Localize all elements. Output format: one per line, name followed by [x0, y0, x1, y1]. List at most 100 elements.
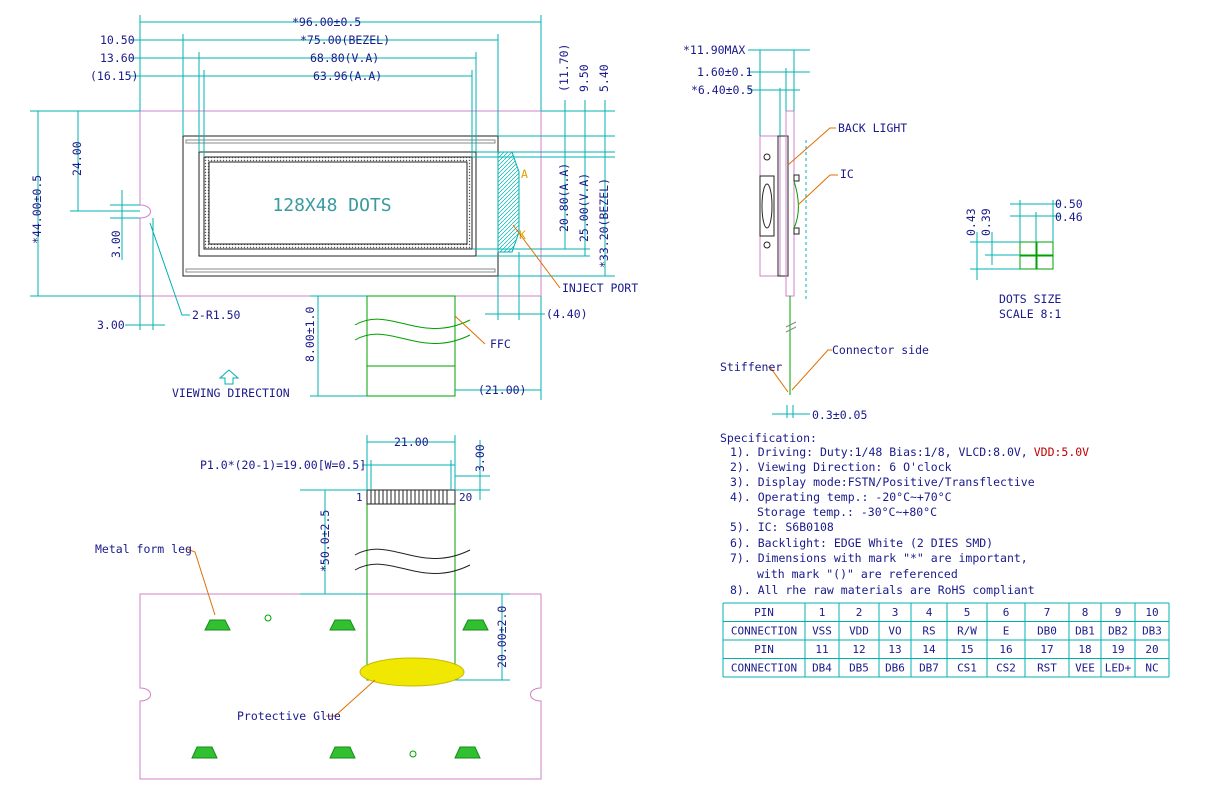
dim-slot-3: 3.00: [109, 230, 123, 258]
dim-aa-width: 63.96(A.A): [313, 69, 382, 83]
table-cell: 9: [1115, 606, 1122, 619]
table-cell: 2: [856, 606, 863, 619]
table-cell: CONNECTION: [731, 662, 797, 675]
dim-ffc-top: 3.00: [473, 444, 487, 472]
pin-first: 1: [356, 491, 363, 504]
table-cell: VDD: [849, 625, 869, 638]
table-cell: 20: [1145, 643, 1158, 656]
table-cell: E: [1003, 625, 1010, 638]
table-cell: 8: [1082, 606, 1089, 619]
table-cell: 16: [999, 643, 1012, 656]
table-cell: 7: [1044, 606, 1051, 619]
label-dots-size: DOTS SIZE: [999, 292, 1061, 306]
display-text: 128X48 DOTS: [272, 195, 391, 216]
label-inject-port: INJECT PORT: [562, 281, 638, 295]
dim-va-height: 25.00(V.A): [577, 173, 591, 242]
pin-last: 20: [459, 491, 472, 504]
table-cell: DB7: [919, 662, 939, 675]
table-cell: DB1: [1075, 625, 1095, 638]
table-cell: R/W: [957, 625, 977, 638]
table-cell: VEE: [1075, 662, 1095, 675]
mark-k: K: [519, 228, 526, 242]
dim-stiffener-t: 0.3±0.05: [812, 408, 867, 422]
label-metal-form-leg: Metal form leg: [95, 542, 192, 556]
dim-overall-width: *96.00±0.5: [292, 15, 361, 29]
dim-dot-039: 0.39: [979, 208, 993, 236]
dim-bezel-width: *75.00(BEZEL): [300, 33, 390, 47]
dim-left-24: 24.00: [70, 141, 84, 176]
spec-line2: 2). Viewing Direction: 6 O'clock: [730, 460, 952, 474]
label-back-light: BACK LIGHT: [838, 121, 907, 135]
table-cell: DB2: [1108, 625, 1128, 638]
dim-pitch: P1.0*(20-1)=19.00[W=0.5]: [200, 458, 366, 472]
spec-line4: 4). Operating temp.: -20°C~+70°C: [730, 490, 952, 504]
dim-ffc-width: 21.00: [394, 435, 429, 449]
table-cell: 18: [1078, 643, 1091, 656]
table-cell: DB0: [1037, 625, 1057, 638]
table-cell: VO: [888, 625, 901, 638]
table-cell: 14: [922, 643, 936, 656]
dim-glue-len: 20.00±2.0: [495, 606, 509, 668]
dim-aa-left: (16.15): [90, 69, 138, 83]
dim-top-aa: (11.70): [557, 44, 571, 92]
dim-top-va: 9.50: [577, 64, 591, 92]
spec-line5: 5). IC: S6B0108: [730, 520, 834, 534]
table-cell: 13: [888, 643, 901, 656]
rear-view: 1 20: [95, 435, 542, 780]
mark-a: A: [521, 167, 528, 181]
metal-form-legs: [191, 619, 489, 759]
protective-glue: [359, 657, 465, 687]
table-cell: 12: [852, 643, 865, 656]
dim-aa-height: 20.80(A.A): [557, 163, 571, 232]
table-cell: CS2: [996, 662, 1016, 675]
table-cell: 5: [964, 606, 971, 619]
label-viewing-direction: VIEWING DIRECTION: [172, 386, 290, 400]
table-cell: 11: [815, 643, 828, 656]
specification: Specification: 1). Driving: Duty:1/48 Bi…: [720, 431, 1089, 597]
spec-line4b: Storage temp.: -30°C~+80°C: [757, 505, 937, 519]
table-cell: LED+: [1105, 662, 1132, 675]
label-stiffener: Stiffener: [720, 360, 782, 374]
dim-dot-043: 0.43: [964, 208, 978, 236]
table-cell: DB5: [849, 662, 869, 675]
table-cell: RS: [922, 625, 935, 638]
label-scale: SCALE 8:1: [999, 307, 1061, 321]
dim-radius: 2-R1.50: [192, 308, 241, 322]
front-view: 128X48 DOTS A K *96.00±0.5: [30, 15, 638, 400]
dim-ffc-height: 8.00±1.0: [303, 307, 317, 362]
table-cell: 4: [926, 606, 933, 619]
table-cell: 17: [1040, 643, 1053, 656]
table-cell: 10: [1145, 606, 1158, 619]
dim-side-max: *11.90MAX: [683, 43, 745, 57]
viewing-direction-arrow-icon: [218, 369, 240, 385]
table-cell: 19: [1111, 643, 1124, 656]
table-cell: DB6: [885, 662, 905, 675]
dim-ffc-length: *50.0±2.5: [318, 510, 332, 572]
table-cell: 15: [960, 643, 973, 656]
spec-line1-vdd: VDD:5.0V: [1034, 445, 1089, 459]
spec-line8: 8). All rhe raw materials are RoHS compl…: [730, 583, 1035, 597]
dim-va-left: 13.60: [100, 51, 135, 65]
table-cell: RST: [1037, 662, 1057, 675]
table-cell: PIN: [754, 643, 774, 656]
dim-bottom-3: 3.00: [97, 318, 125, 332]
label-ffc: FFC: [490, 337, 511, 351]
table-cell: DB4: [812, 662, 832, 675]
table-cell: PIN: [754, 606, 774, 619]
label-ic: IC: [840, 167, 854, 181]
table-cell: 6: [1003, 606, 1010, 619]
dim-inject-offset: (4.40): [546, 307, 588, 321]
dim-left-edge: 10.50: [100, 33, 135, 47]
dots-size-view: 0.50 0.46 0.43 0.39 DOTS SIZE SCALE 8:1: [964, 197, 1083, 321]
dim-side-640: *6.40±0.5: [691, 83, 753, 97]
table-cell: CS1: [957, 662, 977, 675]
table-cell: CONNECTION: [731, 625, 797, 638]
dim-dot-050: 0.50: [1055, 197, 1083, 211]
table-cell: 3: [892, 606, 899, 619]
dim-va-width: 68.80(V.A): [310, 51, 379, 65]
table-cell: DB3: [1142, 625, 1162, 638]
spec-title: Specification:: [720, 431, 817, 445]
spec-line7b: with mark "()" are referenced: [757, 567, 958, 581]
